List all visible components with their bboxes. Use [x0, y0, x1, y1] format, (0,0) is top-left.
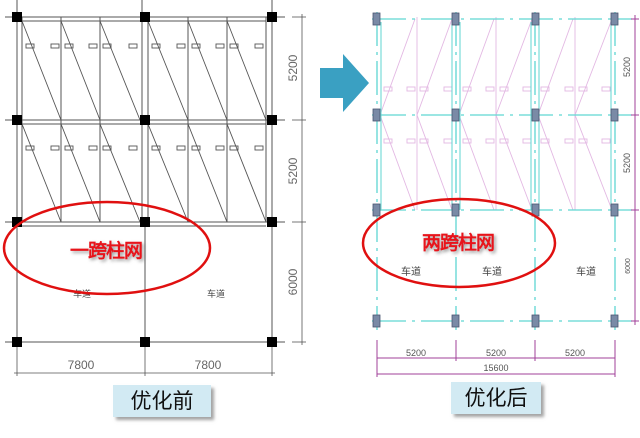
after-highlight-oval [361, 197, 557, 289]
before-dim-bottom-2: 7800 [195, 358, 222, 372]
before-lane-label-2: 车道 [207, 288, 225, 300]
before-dim-right-3: 6000 [286, 268, 300, 295]
before-dim-right-2: 5200 [286, 157, 300, 184]
arrow-right-icon [320, 54, 369, 112]
after-lane-label-3: 车道 [576, 265, 596, 278]
after-dim-right-3: 6000 [625, 258, 632, 274]
after-dim-total: 15600 [483, 363, 508, 373]
before-highlight-oval [2, 200, 212, 296]
before-caption: 优化前 [113, 385, 211, 417]
before-columns [12, 12, 277, 347]
after-columns [372, 12, 619, 328]
before-dim-bottom-1: 7800 [68, 358, 95, 372]
after-caption: 优化后 [451, 382, 541, 414]
after-lane-label-1: 车道 [401, 265, 421, 278]
after-dim-bottom-1: 5200 [406, 348, 426, 358]
after-lane-label-2: 车道 [482, 265, 502, 278]
after-dim-right-1: 5200 [622, 57, 632, 77]
after-dim-bottom-3: 5200 [565, 348, 585, 358]
before-oval-label: 一跨柱网 [70, 240, 143, 262]
before-dim-right-1: 5200 [286, 54, 300, 81]
after-dim-right-2: 5200 [622, 153, 632, 173]
after-plan [372, 12, 639, 377]
after-dim-bottom-2: 5200 [486, 348, 506, 358]
after-oval-label: 两跨柱网 [422, 232, 495, 254]
before-plan [5, 0, 306, 376]
